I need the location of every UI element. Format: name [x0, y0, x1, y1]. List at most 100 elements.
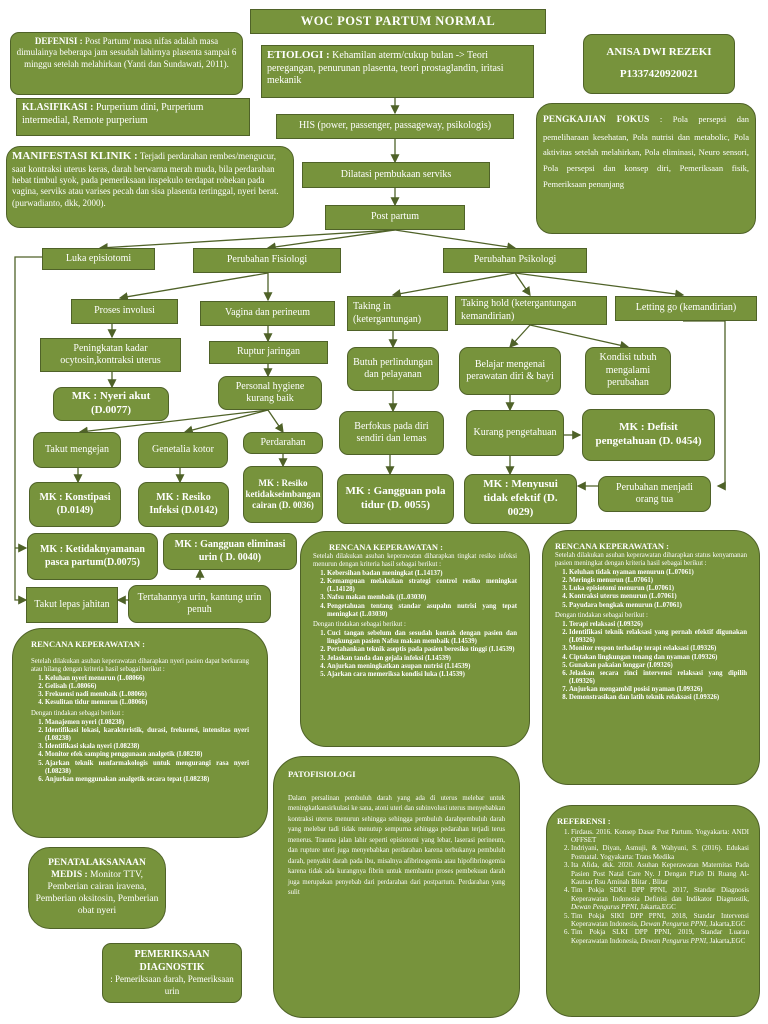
list-item: Anjurkan meningkatkan asupan nutrisi (I.… [327, 663, 517, 671]
list-item: Gelisah (L.08066) [45, 683, 249, 691]
list-item: Identifikasi lokasi, karakteristik, dura… [45, 727, 249, 743]
pemeriksaan-text: : Pemeriksaan darah, Pemeriksaan urin [110, 974, 234, 996]
post-partum-box: Post partum [325, 205, 465, 230]
node-luka-episiotomi: Luka episiotomi [42, 248, 155, 270]
author-name: ANISA DWI REZEKI [606, 46, 712, 59]
rencana-infeksi-intro2: Dengan tindakan sebagai berikut : [313, 620, 406, 628]
node-kurang-pengetahuan: Kurang pengetahuan [466, 410, 564, 456]
list-item: Demonstrasikan dan latih teknik relaksas… [569, 694, 747, 702]
rencana-kenyamanan-box: RENCANA KEPERAWATAN : Setelah dilakukan … [542, 530, 760, 785]
list-item: Anjurkan menggunakan analgetik secara te… [45, 776, 249, 784]
rencana-infeksi-label: RENCANA KEPERAWATAN : [329, 542, 443, 552]
node-personal-hygiene: Personal hygiene kurang baik [218, 376, 322, 410]
referensi-label: REFERENSI : [557, 816, 611, 826]
rencana-kenyamanan-list: Keluhan tidak nyaman menurun (L.07061) M… [555, 569, 747, 610]
list-item: Anjurkan mengambil posisi nyaman (I.0932… [569, 686, 747, 694]
rencana-nyeri-list: Keluhan nyeri menurun (L.08066) Gelisah … [31, 675, 249, 708]
rencana-infeksi-box: RENCANA KEPERAWATAN : Setelah dilakukan … [300, 531, 530, 747]
node-takut-mengejan: Takut mengejan [33, 432, 121, 468]
list-item: Monitor respon terhadap terapi relaksasi… [569, 645, 747, 653]
rencana-kenyamanan-tindakan: Terapi relaksasi (I.09326) Identifikasi … [555, 621, 747, 703]
list-item: Manajemen nyeri (I.08238) [45, 719, 249, 727]
list-item: Ajarkan cara memeriksa kondisi luka (I.1… [327, 671, 517, 679]
list-item: Monitor efek samping penggunaan analgeti… [45, 751, 249, 759]
list-item: Terapi relaksasi (I.09326) [569, 621, 747, 629]
list-item: Pengetahuan tentang standar asupahn nutr… [327, 603, 517, 619]
node-perdarahan: Perdarahan [243, 432, 323, 454]
list-item: Meringis menurun (L.07061) [569, 577, 747, 585]
node-perubahan-orang-tua: Perubahan menjadi orang tua [598, 476, 711, 512]
list-item: Nafsu makan membaik ((L.03030) [327, 594, 517, 602]
pengkajian-label: PENGKAJIAN FOKUS [543, 115, 650, 125]
rencana-nyeri-intro2: Dengan tindakan sebagai berikut : [31, 709, 124, 717]
node-peningkatan-kadar: Peningkatan kadar ocytosin,kontraksi ute… [40, 338, 181, 372]
pemeriksaan-label: PEMERIKSAAN DIAGNOSTIK [134, 949, 210, 973]
list-item: Ciptakan lingkungan tenang dan nyaman (I… [569, 654, 747, 662]
mk-nyeri-akut: MK : Nyeri akut (D.0077) [53, 387, 169, 421]
node-takut-lepas-jahitan: Takut lepas jahitan [26, 587, 118, 623]
patofisiologi-label: PATOFISIOLOGI [288, 769, 356, 779]
klasifikasi-label: KLASIFIKASI : [22, 102, 94, 113]
node-berfokus: Berfokus pada diri sendiri dan lemas [339, 411, 444, 455]
node-perubahan-fisiologi: Perubahan Fisiologi [193, 248, 341, 273]
etiologi-box: ETIOLOGI : Kehamilan aterm/cukup bulan -… [261, 45, 534, 98]
mk-gangguan-pola-tidur: MK : Gangguan pola tidur (D. 0055) [337, 474, 454, 524]
rencana-kenyamanan-label: RENCANA KEPERAWATAN : [555, 541, 669, 551]
list-item: Ajarkan teknik nonfarmakologis untuk men… [45, 760, 249, 776]
etiologi-label: ETIOLOGI : [267, 49, 330, 61]
node-taking-hold: Taking hold (ketergantungan kemandirian) [455, 296, 607, 325]
defenisi-box: DEFENISI : Post Partum/ masa nifas adala… [10, 32, 243, 95]
list-item: Keluhan tidak nyaman menurun (L.07061) [569, 569, 747, 577]
pemeriksaan-box: PEMERIKSAAN DIAGNOSTIK : Pemeriksaan dar… [102, 943, 242, 1003]
rencana-infeksi-intro: Setelah dilakukan asuhan keperawatan dih… [313, 552, 517, 568]
node-proses-involusi: Proses involusi [71, 299, 178, 324]
mk-konstipasi: MK : Konstipasi (D.0149) [29, 482, 121, 527]
patofisiologi-box: PATOFISIOLOGI Dalam persalinan pembuluh … [273, 756, 520, 1018]
manifestasi-label: MANIFESTASI KLINIK : [12, 150, 138, 162]
list-item: Frekuensi nadi membaik (L.08066) [45, 691, 249, 699]
rencana-nyeri-tindakan: Manajemen nyeri (I.08238) Identifikasi l… [31, 719, 249, 784]
node-letting-go: Letting go (kemandirian) [615, 296, 757, 321]
node-genetalia-kotor: Genetalia kotor [138, 432, 228, 468]
list-item: Kemampuan melakukan strategi control res… [327, 578, 517, 594]
patofisiologi-text: Dalam persalinan pembuluh darah yang ada… [288, 794, 505, 897]
author-id: P1337420920021 [619, 68, 699, 80]
rencana-nyeri-label: RENCANA KEPERAWATAN : [31, 639, 145, 649]
referensi-list: Firdaus. 2016. Konsep Dasar Post Partum.… [557, 828, 749, 945]
node-kondisi-tubuh: Kondisi tubuh mengalami perubahan [585, 347, 671, 395]
klasifikasi-text: Purperium dini, Purperium intermedial, R… [22, 102, 204, 126]
etiologi-text: Kehamilan aterm/cukup bulan -> Teori per… [267, 50, 504, 87]
mk-gangguan-eliminasi-urin: MK : Gangguan eliminasi urin ( D. 0040) [163, 533, 297, 570]
defenisi-text: Post Partum/ masa nifas adalah masa dimu… [16, 36, 237, 69]
mk-defisit-pengetahuan: MK : Defisit pengetahuan (D. 0454) [582, 409, 715, 461]
list-item: Ita Afida, dkk. 2020. Asuhan Keperawatan… [571, 861, 749, 886]
rencana-kenyamanan-intro: Setelah dilakukan asuhan keperawatan dih… [555, 551, 747, 567]
referensi-box: REFERENSI : Firdaus. 2016. Konsep Dasar … [546, 805, 760, 1017]
mk-resiko-infeksi: MK : Resiko Infeksi (D.0142) [138, 482, 229, 527]
rencana-nyeri-intro: Setelah dilakukan asuhan keperawatan dih… [31, 657, 249, 673]
list-item: Kebersihan badan meningkat (L.14137) [327, 570, 517, 578]
node-ruptur-jaringan: Ruptur jaringan [209, 341, 328, 364]
list-item: Identifikasi teknik relaksasi yang perna… [569, 629, 747, 645]
klasifikasi-box: KLASIFIKASI : Purperium dini, Purperium … [16, 98, 250, 136]
list-item: Payudara bengkak menurun (L.07061) [569, 602, 747, 610]
his-box: HIS (power, passenger, passageway, psiko… [276, 114, 514, 139]
list-item: Luka episiotomi menurun (L.07061) [569, 585, 747, 593]
node-belajar: Belajar mengenai perawatan diri & bayi [459, 347, 561, 395]
node-perubahan-psikologi: Perubahan Psikologi [443, 248, 587, 273]
pengkajian-box: PENGKAJIAN FOKUS : Pola persepsi dan pem… [536, 103, 756, 234]
list-item: Jelaskan secara rinci intervensi relaksa… [569, 670, 747, 686]
list-item: Identifikasi skala nyeri (I.08238) [45, 743, 249, 751]
list-item: Jelaskan tanda dan gejala infeksi (I.145… [327, 655, 517, 663]
manifestasi-box: MANIFESTASI KLINIK : Terjadi perdarahan … [6, 146, 294, 228]
list-item: Cuci tangan sebelum dan sesudah kontak d… [327, 630, 517, 646]
author-box: ANISA DWI REZEKI P1337420920021 [583, 34, 735, 94]
list-item: Kontraksi uterus menurun (L.07061) [569, 593, 747, 601]
mk-ketidaknyamanan: MK : Ketidaknyamanan pasca partum(D.0075… [27, 533, 158, 580]
list-item: Tim Pokja SIKI DPP PPNI, 2018, Standar I… [571, 912, 749, 929]
manifestasi-text: Terjadi perdarahan rembes/mengucur, saat… [12, 151, 279, 208]
list-item: Kesulitan tidur menurun (L.08066) [45, 699, 249, 707]
pengkajian-text: : Pola persepsi dan pemeliharaan kesehat… [543, 114, 749, 189]
list-item: Keluhan nyeri menurun (L.08066) [45, 675, 249, 683]
